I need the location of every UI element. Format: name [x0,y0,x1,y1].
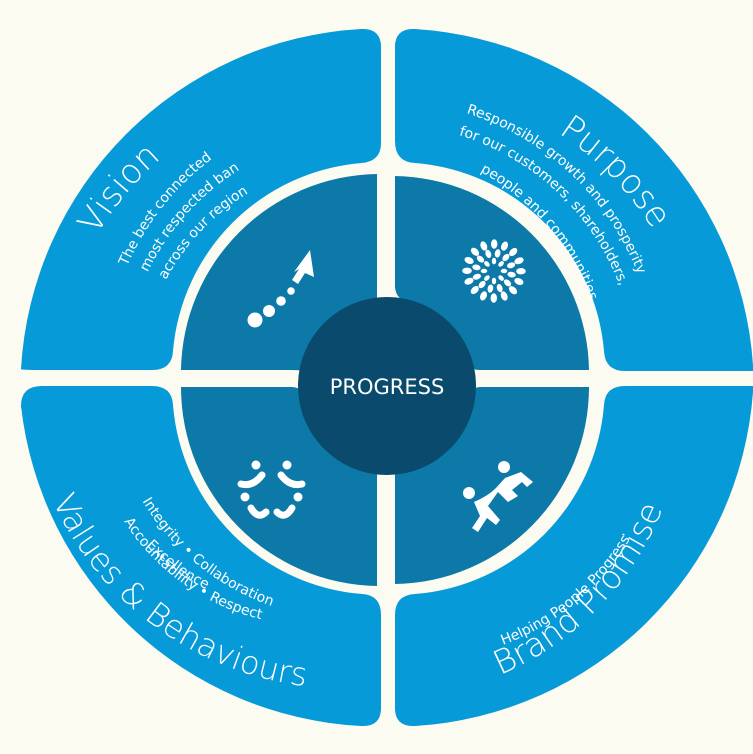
starburst-petal [487,284,494,293]
starburst-petal [494,249,501,258]
starburst-petal [480,241,488,251]
people-circle-icon [237,460,306,519]
starburst-petal [507,262,516,269]
starburst-petal [500,268,508,274]
starburst-petal [464,257,474,264]
starburst-petal [503,279,512,287]
starburst-petal [478,280,486,289]
purpose-quadrant[interactable] [394,28,753,371]
vision-quadrant[interactable] [20,28,382,370]
starburst-petal [484,261,490,267]
starburst-petal [470,247,480,256]
starburst-petal [496,284,503,293]
helping-people-icon [463,461,533,532]
starburst-petal [476,255,485,263]
starburst-petal [480,268,488,274]
center-label: PROGRESS [330,375,445,399]
dots-arrow-icon [247,250,314,328]
starburst-petal [498,275,504,281]
starburst-petal [500,291,508,301]
starburst-petal [462,267,472,275]
starburst-petal [508,286,518,295]
starburst-petal [464,277,474,285]
starburst-petal [491,257,497,265]
starburst-petal [491,277,497,285]
starburst-petal [514,257,524,265]
starburst-petal [514,278,524,285]
starburst-petal [498,261,504,267]
starburst-petal [507,271,516,278]
starburst-petal [509,247,518,257]
starburst-petal [472,264,481,271]
starburst-petal [472,273,481,280]
center-circle [298,297,476,475]
starburst-petal [470,285,479,295]
starburst-petal [484,275,490,281]
starburst-petal [490,239,498,249]
values-quadrant[interactable] [21,386,382,727]
starburst-petal [502,253,510,262]
starburst-petal [516,267,526,275]
center-hub[interactable]: PROGRESS [298,297,476,475]
outer-ring [20,28,753,727]
brand-promise-quadrant[interactable] [394,386,753,727]
starburst-petal [501,241,508,251]
starburst-petal [485,249,492,258]
starburst-petal [480,291,487,301]
starburst-icon [462,239,526,303]
starburst-petal [490,293,498,303]
